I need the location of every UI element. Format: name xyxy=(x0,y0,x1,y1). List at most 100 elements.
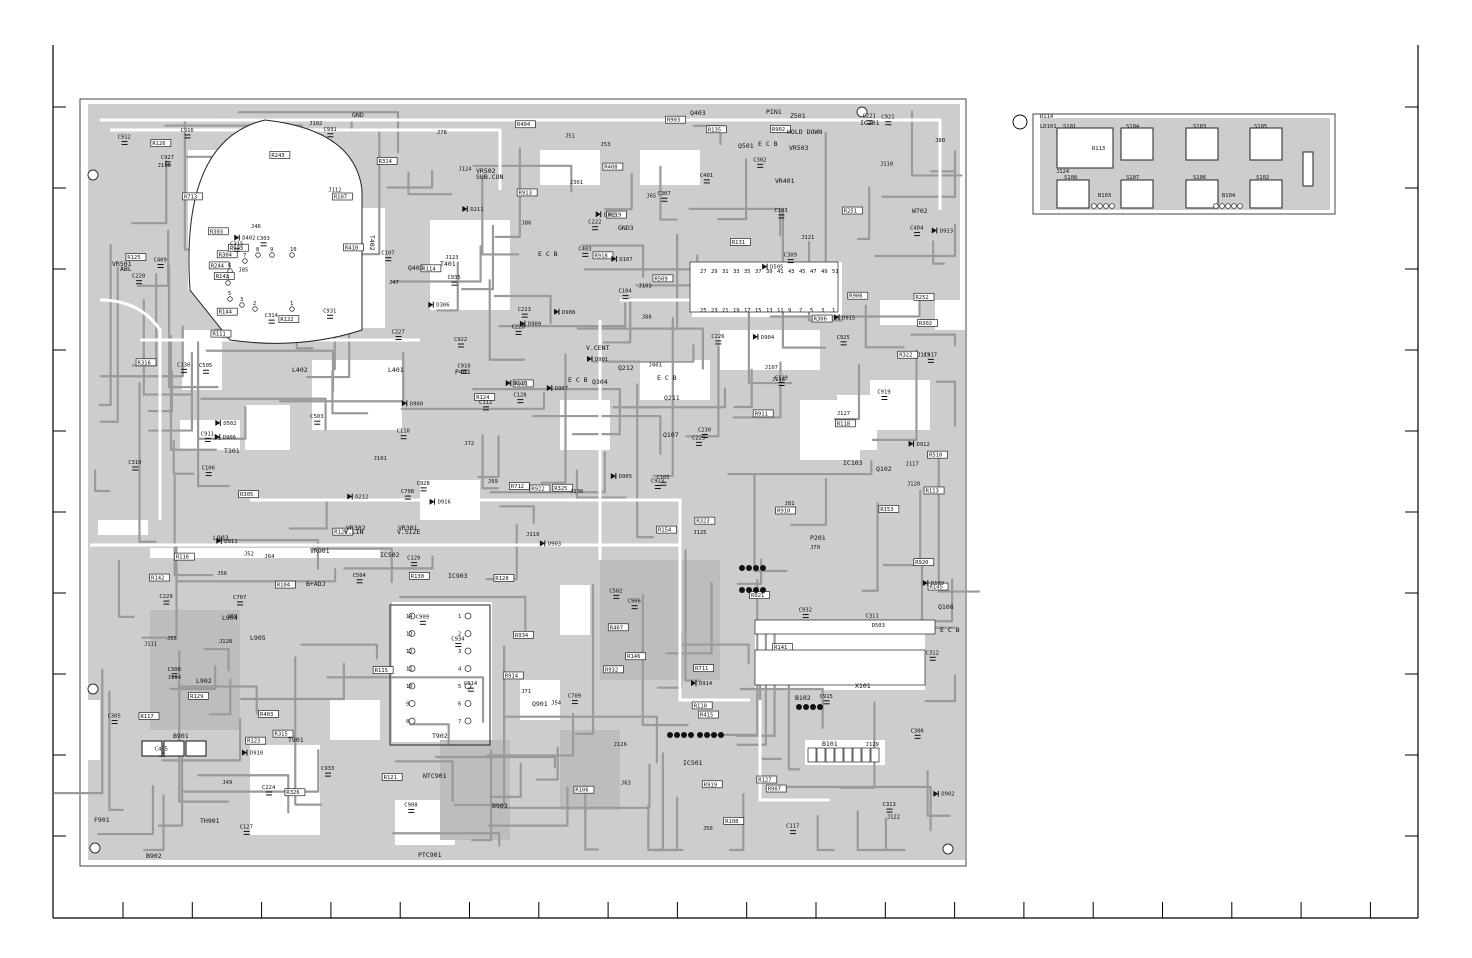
resistor-label: R913 xyxy=(519,190,532,196)
resistor xyxy=(493,574,515,582)
board-label: Q501 xyxy=(738,142,754,150)
pcb-trace xyxy=(472,164,573,193)
flyback-pin xyxy=(225,280,231,286)
resistor-label: R403 xyxy=(260,712,273,718)
ic-pad xyxy=(667,732,673,738)
sub-board-label: S104 xyxy=(1126,124,1140,130)
sub-board-label: R114 xyxy=(1040,114,1054,120)
pcb-trace xyxy=(53,668,104,795)
diode-label: D914 xyxy=(699,681,713,687)
pcb-trace xyxy=(574,583,595,735)
resistor-label: R712 xyxy=(511,484,524,490)
ic201-pin-number: 27 xyxy=(700,269,707,275)
jumper-label: J118 xyxy=(772,377,785,383)
board-label: E C B xyxy=(538,250,558,258)
resistor xyxy=(278,315,300,324)
diode-label: D502 xyxy=(223,421,236,427)
pcb-trace xyxy=(197,774,290,814)
resistor xyxy=(923,486,945,495)
jumper-label: J70 xyxy=(810,545,820,551)
pcb-trace xyxy=(881,150,957,198)
ic201-pin-number: 21 xyxy=(722,308,729,314)
resistor xyxy=(665,115,686,124)
resistor xyxy=(775,506,796,515)
pcb-trace xyxy=(839,701,876,789)
capacitor-label: C128 xyxy=(513,393,526,399)
ic201-pin-number: 7 xyxy=(799,308,802,314)
board-label: NTC901 xyxy=(423,772,447,780)
pcb-trace xyxy=(117,559,135,618)
diode-symbol xyxy=(931,227,937,234)
resistor-label: R911 xyxy=(755,411,768,417)
resistor xyxy=(216,250,238,259)
pcb-trace xyxy=(167,264,219,389)
capacitor-label: C223 xyxy=(518,307,531,313)
capacitor-label: C110 xyxy=(397,429,410,435)
copper-void xyxy=(312,360,402,430)
pcb-trace xyxy=(294,656,323,806)
ic-pad xyxy=(718,732,724,738)
pcb-trace xyxy=(392,832,501,847)
resistor-label: R128 xyxy=(495,576,508,582)
resistor-label: R919 xyxy=(704,782,717,788)
switch-footprint xyxy=(1056,179,1090,209)
resistor xyxy=(701,780,723,789)
t902-pin xyxy=(408,700,416,707)
capacitor-label: C911 xyxy=(201,431,214,437)
jumper-label: J86 xyxy=(521,220,531,226)
t902-pin xyxy=(408,717,416,725)
resistor-label: R415 xyxy=(700,713,713,719)
resistor-label: R315 xyxy=(275,732,288,738)
jumper-label: J107 xyxy=(765,365,778,371)
board-label: V.CENT xyxy=(586,344,610,352)
ic-pad xyxy=(746,587,752,593)
resistor xyxy=(509,482,530,490)
pcb-trace xyxy=(147,369,173,413)
board-label: F901 xyxy=(94,816,110,824)
ic-pad xyxy=(704,732,710,738)
capacitor-label: C922 xyxy=(454,337,467,343)
ic-pad xyxy=(753,587,759,593)
ic201-pin-number: 41 xyxy=(777,269,784,275)
t902-pin-number: 7 xyxy=(458,719,461,725)
resistor-label: R509 xyxy=(654,276,667,282)
pcb-trace xyxy=(141,545,178,639)
ic201-pin-number: 47 xyxy=(810,269,817,275)
resistor-label: R932 xyxy=(605,667,618,673)
flyback-pin-number: 6 xyxy=(228,263,231,269)
diode-symbol xyxy=(429,498,435,505)
resistor xyxy=(694,516,716,525)
resistor-label: R123 xyxy=(247,739,260,745)
resistor-label: R322 xyxy=(899,353,912,359)
copper-void xyxy=(640,150,700,185)
t902-pin xyxy=(408,647,416,655)
pcb-trace xyxy=(394,760,454,803)
board-label: Q211 xyxy=(664,394,680,402)
resistor xyxy=(652,274,674,283)
capacitor-label: C934 xyxy=(451,637,465,643)
connector-pin xyxy=(834,747,844,763)
resistor-label: R113 xyxy=(926,488,939,494)
copper-void xyxy=(150,548,380,558)
t902-outline xyxy=(389,604,491,746)
jumper-label: J103 xyxy=(639,283,652,289)
t902-pin xyxy=(408,612,416,620)
diode-label: D908 xyxy=(562,310,575,316)
pcb-trace xyxy=(932,240,946,265)
resistor xyxy=(238,490,259,499)
board-label: Q108 xyxy=(938,603,954,611)
pcb-trace xyxy=(240,662,345,701)
jumper-label: J128 xyxy=(219,639,232,645)
jumper-label: J53 xyxy=(600,142,610,148)
ic-pad xyxy=(760,587,766,593)
diode-symbol xyxy=(595,211,601,218)
diode-symbol xyxy=(462,206,468,213)
pcb-trace xyxy=(172,439,195,475)
jumper-label: J121 xyxy=(801,235,814,241)
jumper-label: J78 xyxy=(437,130,447,136)
resistor xyxy=(138,712,160,720)
mounting-hole xyxy=(87,683,99,695)
pcb-trace xyxy=(884,817,906,852)
board-label: T401 xyxy=(440,260,456,268)
connector-pin xyxy=(861,747,871,763)
